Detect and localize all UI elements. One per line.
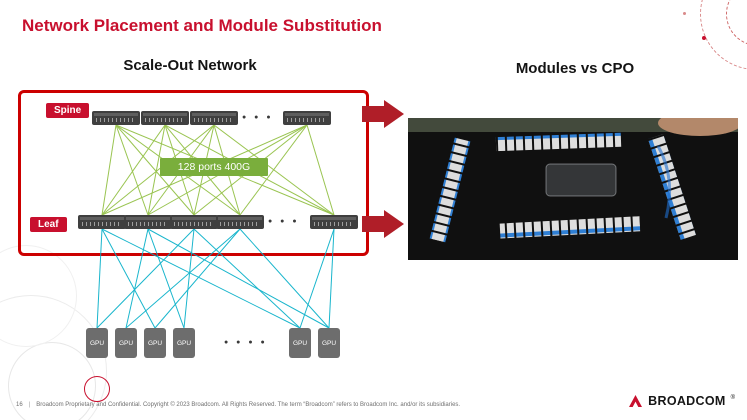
gpu-box: GPU: [318, 328, 340, 358]
spine-ellipsis: ● ● ●: [242, 114, 274, 121]
photo-hand: [658, 118, 738, 136]
leaf-ellipsis: ● ● ●: [268, 218, 300, 225]
gpu-label: GPU: [321, 339, 337, 347]
spine-tag: Spine: [46, 103, 90, 118]
photo-graphic: [408, 118, 738, 260]
blue-cable: [656, 145, 672, 219]
spine-switch-icon: [190, 111, 238, 125]
gpu-label: GPU: [89, 339, 105, 347]
decorative-circle-red: [84, 376, 110, 402]
ports-label: 128 ports 400G: [160, 158, 268, 176]
decorative-circle: [0, 245, 77, 347]
leaf-switch-icon: [78, 215, 126, 229]
leaf-switch-icon: [170, 215, 218, 229]
broadcom-logo-icon: [629, 395, 643, 407]
spine-switch-icon: [283, 111, 331, 125]
gpu-box: GPU: [86, 328, 108, 358]
footer-separator: |: [28, 402, 31, 408]
module-column-left: [429, 137, 471, 243]
decorative-arc: [726, 0, 747, 46]
spine-switch-icon: [92, 111, 140, 125]
gpu-label: GPU: [118, 339, 134, 347]
modules-cpo-photo: [408, 118, 738, 260]
slide-title: Network Placement and Module Substitutio…: [22, 16, 382, 35]
gpu-label: GPU: [176, 339, 192, 347]
leaf-switch-icon: [216, 215, 264, 229]
decorative-dot: [683, 12, 686, 15]
spine-switch-icon: [141, 111, 189, 125]
scale-out-network-heading: Scale-Out Network: [123, 57, 257, 74]
decorative-circle: [8, 342, 96, 420]
broadcom-logo: BROADCOM ®: [628, 394, 735, 408]
leaf-switch-icon: [310, 215, 358, 229]
page-number: 16: [16, 402, 23, 408]
footer-disclaimer: Broadcom Proprietary and Confidential. C…: [36, 402, 461, 408]
broadcom-logo-text: BROADCOM: [648, 394, 726, 408]
decorative-dot: [702, 36, 706, 40]
gpu-label: GPU: [292, 339, 308, 347]
footer: 16 | Broadcom Proprietary and Confidenti…: [16, 402, 460, 408]
gpu-box: GPU: [115, 328, 137, 358]
leaf-tag: Leaf: [30, 217, 67, 232]
module-column-right: [648, 134, 696, 240]
module-row-top: [495, 132, 622, 152]
photo-background-edge: [408, 118, 738, 132]
gpu-ellipsis: ● ● ● ●: [224, 339, 268, 346]
modules-vs-cpo-heading: Modules vs CPO: [515, 60, 635, 77]
gpu-box: GPU: [144, 328, 166, 358]
gpu-label: GPU: [147, 339, 163, 347]
clear-case: [545, 163, 617, 197]
leaf-switch-icon: [124, 215, 172, 229]
gpu-box: GPU: [289, 328, 311, 358]
registered-mark: ®: [730, 395, 735, 401]
module-row-bottom: [499, 216, 641, 239]
gpu-box: GPU: [173, 328, 195, 358]
